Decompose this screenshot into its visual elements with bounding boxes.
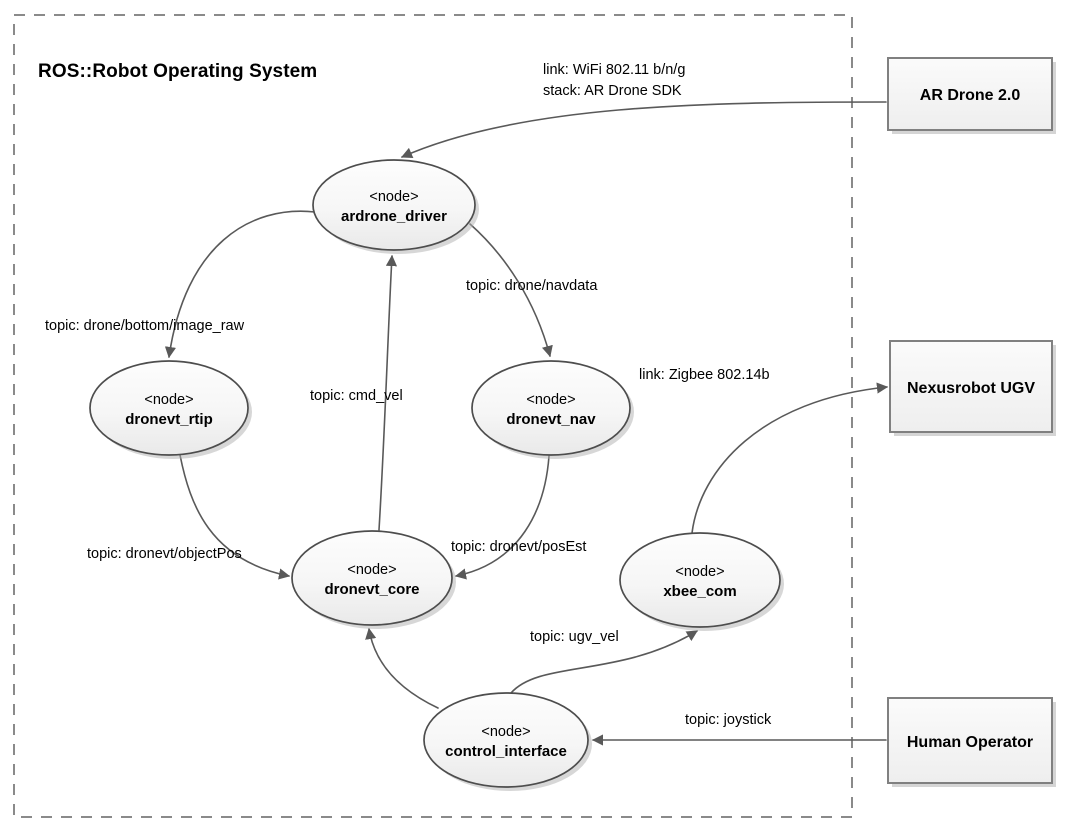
edge-label-object-pos: topic: dronevt/objectPos — [87, 546, 242, 562]
edge-object-pos — [179, 454, 291, 580]
node-dronevt-core[interactable]: <node> dronevt_core — [291, 530, 456, 629]
edge-label-pos-est: topic: dronevt/posEst — [451, 539, 586, 555]
node-name: dronevt_core — [324, 581, 419, 598]
edge-navdata — [469, 223, 553, 358]
node-dronevt-rtip[interactable]: <node> dronevt_rtip — [89, 360, 252, 459]
external-box-label: Human Operator — [907, 734, 1033, 751]
node-stereotype: <node> — [526, 392, 575, 408]
edge-label-wifi-link: link: WiFi 802.11 b/n/g stack: AR Drone … — [543, 62, 689, 99]
node-name: xbee_com — [663, 583, 736, 600]
external-box-human-operator[interactable]: Human Operator — [887, 697, 1056, 787]
edge-label-navdata: topic: drone/navdata — [466, 278, 598, 294]
node-stereotype: <node> — [347, 562, 396, 578]
edge-label-ugv-vel: topic: ugv_vel — [530, 629, 619, 645]
page-title: ROS::Robot Operating System — [38, 61, 317, 82]
edge-zigbee-ugv — [691, 382, 889, 534]
edge-label-zigbee-link: link: Zigbee 802.14b — [639, 367, 770, 383]
node-dronevt-nav[interactable]: <node> dronevt_nav — [471, 360, 634, 459]
edge-cmd-vel — [378, 254, 398, 531]
edge-label-image-raw: topic: drone/bottom/image_raw — [45, 318, 245, 334]
node-stereotype: <node> — [675, 564, 724, 580]
node-stereotype: <node> — [369, 189, 418, 205]
external-box-ar-drone[interactable]: AR Drone 2.0 — [887, 57, 1056, 134]
external-box-nexus-ugv[interactable]: Nexusrobot UGV — [889, 340, 1056, 436]
node-stereotype: <node> — [481, 724, 530, 740]
edge-pos-est — [454, 455, 550, 580]
edge-label-cmd-vel: topic: cmd_vel — [310, 388, 403, 404]
node-stereotype: <node> — [144, 392, 193, 408]
edge-control-to-core — [365, 627, 439, 709]
external-box-label: Nexusrobot UGV — [907, 380, 1035, 397]
node-name: ardrone_driver — [341, 208, 447, 225]
edge-image-raw — [164, 210, 316, 359]
node-name: dronevt_rtip — [125, 411, 213, 428]
node-name: control_interface — [445, 743, 567, 760]
edge-label-joystick: topic: joystick — [685, 712, 772, 728]
node-ardrone-driver[interactable]: <node> ardrone_driver — [312, 159, 479, 254]
node-control-interface[interactable]: <node> control_interface — [423, 692, 592, 791]
node-xbee-com[interactable]: <node> xbee_com — [619, 532, 784, 631]
external-box-label: AR Drone 2.0 — [920, 87, 1021, 104]
edge-wifi-ardrone-driver — [400, 101, 887, 159]
edge-ugv-vel — [510, 630, 698, 694]
node-name: dronevt_nav — [506, 411, 596, 428]
edge-label-line: stack: AR Drone SDK — [543, 83, 682, 99]
edge-label-line: link: WiFi 802.11 b/n/g — [543, 62, 685, 78]
